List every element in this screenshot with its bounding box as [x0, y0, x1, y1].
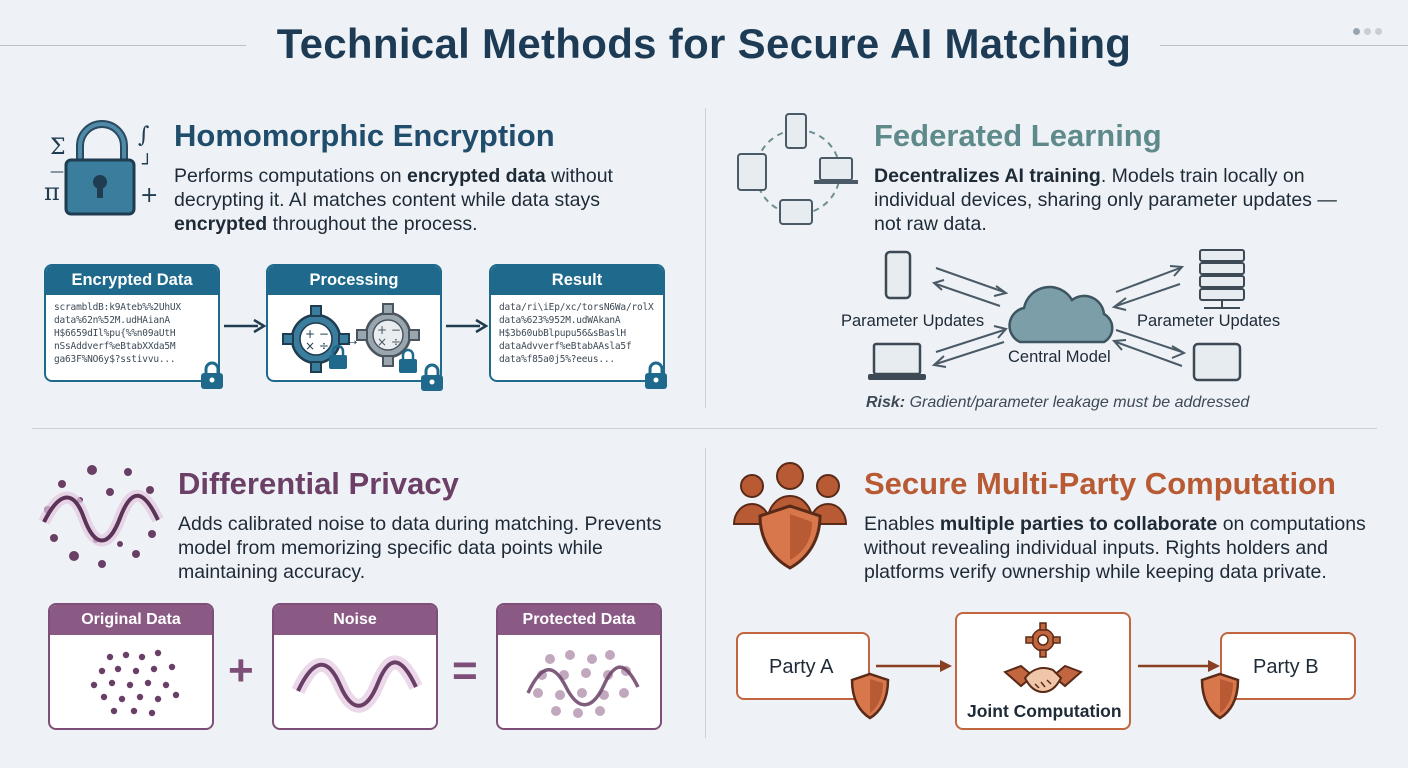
body-text: Performs computations on: [174, 165, 408, 187]
shield-icon: [1200, 672, 1240, 720]
lock-icon: [421, 363, 443, 391]
noise-header: Noise: [274, 605, 436, 635]
encrypted-data-box: Encrypted Data scrambldB:k9Ateb%%2UhUX d…: [44, 264, 220, 382]
svg-text:—: —: [50, 164, 64, 180]
encrypted-data-header: Encrypted Data: [46, 266, 218, 295]
result-header: Result: [491, 266, 663, 295]
gear-icon: + − × ÷ → + − × ÷: [282, 303, 420, 373]
svg-text:+ −: + −: [377, 323, 401, 337]
emphasis-text: Decentralizes AI training: [874, 165, 1101, 187]
federated-description: Decentralizes AI training. Models train …: [874, 164, 1354, 236]
lock-icon: [645, 361, 667, 389]
right-parameter-updates-label: Parameter Updates: [1137, 312, 1281, 330]
protected-data-icon: [526, 650, 640, 718]
device-network-icon: [737, 113, 858, 225]
lock-icon: [201, 361, 223, 389]
body-text: Adds calibrated noise to data during mat…: [178, 513, 662, 583]
svg-text:+ −: + −: [305, 327, 329, 341]
arrow-icon: [446, 318, 489, 334]
smpc-description: Enables multiple parties to collaborate …: [864, 512, 1374, 584]
noise-wave-icon: [291, 655, 423, 713]
page-dots: [1353, 28, 1382, 35]
result-box: Result data/ri\iEp/xc/torsN6Wa/rolX data…: [489, 264, 665, 382]
emphasis-text: encrypted data: [407, 165, 546, 187]
handshake-icon: [1003, 664, 1083, 694]
federated-diagram: [868, 249, 1245, 382]
homomorphic-title: Homomorphic Encryption: [174, 118, 555, 153]
original-data-box: Original Data: [48, 603, 214, 730]
protected-data-header: Protected Data: [498, 605, 660, 635]
party-a-box: [736, 632, 870, 700]
gear-icon: [1025, 622, 1061, 658]
svg-text:∫: ∫: [138, 123, 150, 148]
title-rule-right: [1160, 45, 1408, 46]
svg-text:┘: ┘: [141, 153, 153, 175]
svg-text:× ÷: × ÷: [377, 335, 401, 349]
party-a-label: Party A: [769, 656, 834, 678]
plus-operator: +: [228, 646, 254, 695]
title-rule-left: [0, 45, 246, 46]
processing-box: Processing + − × ÷ → + −: [266, 264, 442, 382]
equals-operator: =: [452, 646, 478, 695]
svg-text:π: π: [44, 178, 60, 206]
body-text: throughout the process.: [267, 213, 478, 235]
party-b-box: [1220, 632, 1356, 700]
protected-data-box: Protected Data: [496, 603, 662, 730]
divider-vertical-top: [705, 108, 706, 408]
arrow-icon: [1138, 660, 1220, 672]
risk-label: Risk:: [866, 394, 906, 411]
data-points-icon: [90, 649, 180, 717]
noise-wave-icon: [38, 465, 164, 568]
divider-horizontal: [32, 428, 1377, 429]
svg-text:+: +: [140, 183, 158, 208]
people-shield-icon: [732, 462, 848, 570]
svg-text:× ÷: × ÷: [305, 339, 329, 353]
central-model-label: Central Model: [1008, 348, 1111, 366]
body-text: Enables: [864, 513, 940, 535]
differential-title: Differential Privacy: [178, 466, 459, 501]
svg-text:Σ: Σ: [50, 135, 66, 160]
encrypted-data-text: scrambldB:k9Ateb%%2UhUX data%62n%52M.udH…: [54, 302, 181, 365]
arrow-icon: [876, 660, 952, 672]
risk-text: Gradient/parameter leakage must be addre…: [905, 394, 1250, 411]
processing-header: Processing: [268, 266, 440, 295]
left-parameter-updates-label: Parameter Updates: [841, 312, 985, 330]
risk-note: Risk: Gradient/parameter leakage must be…: [866, 394, 1249, 412]
noise-box: Noise: [272, 603, 438, 730]
body-text: . Models train locally on individual dev…: [874, 165, 1337, 235]
homomorphic-description: Performs computations on encrypted data …: [174, 164, 644, 236]
body-text: on computations without revealing indivi…: [864, 513, 1366, 583]
emphasis-text: encrypted: [174, 213, 268, 235]
arrow-icon: [224, 318, 267, 334]
joint-computation-label: Joint Computation: [967, 701, 1122, 721]
party-b-label: Party B: [1253, 656, 1319, 678]
result-text: data/ri\iEp/xc/torsN6Wa/rolX data%623%95…: [499, 302, 654, 365]
federated-title: Federated Learning: [874, 118, 1162, 153]
divider-vertical-bottom: [705, 448, 706, 738]
emphasis-text: multiple parties to collaborate: [939, 513, 1218, 535]
lock-icon: Σ ∫ π + ┘ —: [44, 120, 158, 216]
differential-description: Adds calibrated noise to data during mat…: [178, 512, 668, 584]
page-title: Technical Methods for Secure AI Matching: [276, 20, 1132, 67]
shield-icon: [850, 672, 890, 720]
original-data-header: Original Data: [50, 605, 212, 635]
smpc-title: Secure Multi-Party Computation: [864, 466, 1336, 501]
body-text: without decrypting it. AI matches conten…: [174, 165, 613, 211]
